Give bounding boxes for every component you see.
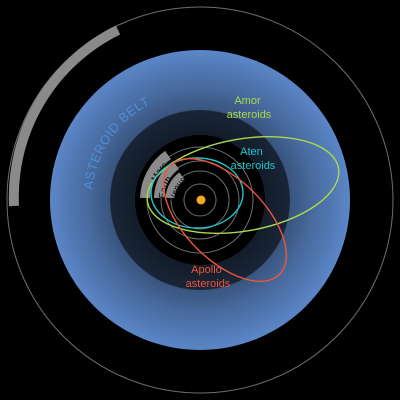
venus-orbit <box>170 170 230 230</box>
apollo-label: Apollo asteroids <box>186 264 231 290</box>
venus-band <box>165 172 185 199</box>
aten-label: Aten asteroids <box>231 146 276 172</box>
jupiter-orbit <box>6 6 394 394</box>
amor-orbit <box>146 135 340 235</box>
apollo-orbit <box>162 157 288 283</box>
sun <box>196 195 206 205</box>
amor-label: Amor asteroids <box>227 95 272 121</box>
earth-orbit <box>160 160 240 240</box>
mercury-orbit <box>183 183 217 217</box>
aten-orbit <box>150 157 244 229</box>
mars-band <box>140 150 172 199</box>
jupiter-band <box>8 25 121 207</box>
